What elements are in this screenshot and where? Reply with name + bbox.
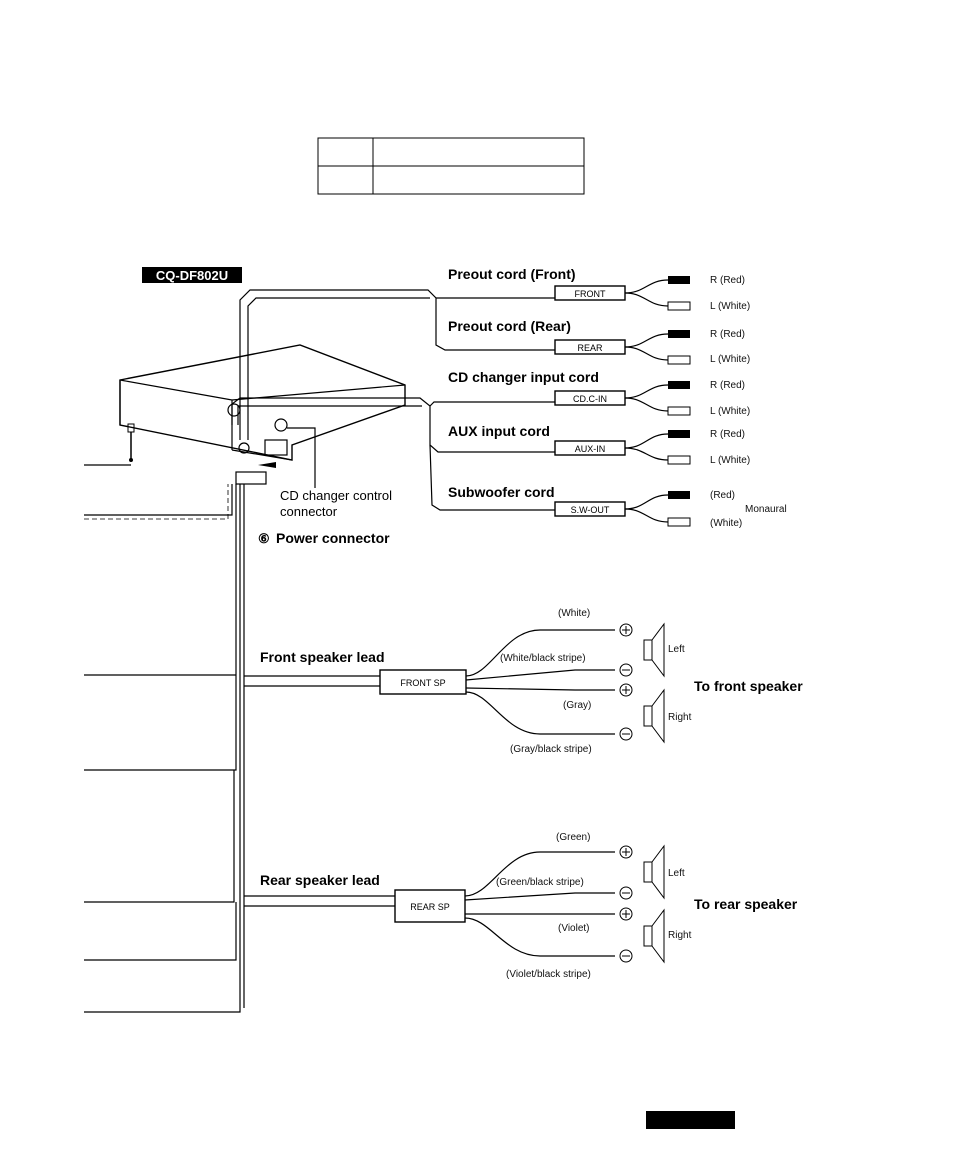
svg-text:Left: Left xyxy=(668,644,685,655)
rca-plug-icon xyxy=(668,276,690,284)
plus-terminal-icon xyxy=(619,845,633,859)
svg-text:L (White): L (White) xyxy=(710,455,750,466)
front-speaker-section: Front speaker lead FRONT SP (White) (Whi… xyxy=(260,608,803,755)
svg-text:(Violet): (Violet) xyxy=(558,923,590,934)
rca-plug-icon xyxy=(668,491,690,499)
svg-text:Power connector: Power connector xyxy=(276,530,390,546)
rear-speaker-section: Rear speaker lead REAR SP (Green) (Green… xyxy=(260,832,798,980)
cord-subwoofer: Subwoofer cord S.W-OUT (Red) (White) Mon… xyxy=(448,484,787,529)
svg-text:L (White): L (White) xyxy=(710,301,750,312)
cord-cd-changer: CD changer input cord CD.C-IN R (Red) L … xyxy=(448,369,750,417)
svg-text:FRONT SP: FRONT SP xyxy=(400,678,445,688)
svg-text:CQ-DF802U: CQ-DF802U xyxy=(156,268,228,283)
svg-text:(White): (White) xyxy=(710,518,742,529)
svg-text:Right: Right xyxy=(668,930,692,941)
svg-text:(Green): (Green) xyxy=(556,832,590,843)
rca-plug-icon xyxy=(668,381,690,389)
svg-text:REAR: REAR xyxy=(577,343,603,353)
minus-terminal-icon xyxy=(619,886,633,900)
rca-plug-icon xyxy=(668,330,690,338)
svg-text:(Red): (Red) xyxy=(710,490,735,501)
svg-text:REAR SP: REAR SP xyxy=(410,902,450,912)
svg-text:Monaural: Monaural xyxy=(745,504,787,515)
minus-terminal-icon xyxy=(619,949,633,963)
svg-text:To rear speaker: To rear speaker xyxy=(694,896,798,912)
svg-text:R (Red): R (Red) xyxy=(710,275,745,286)
minus-terminal-icon xyxy=(619,727,633,741)
plus-terminal-icon xyxy=(619,683,633,697)
svg-text:(Violet/black stripe): (Violet/black stripe) xyxy=(506,969,591,980)
power-harness xyxy=(84,484,395,1013)
rca-plug-icon xyxy=(667,517,691,527)
svg-text:L (White): L (White) xyxy=(710,406,750,417)
svg-text:CD changer input cord: CD changer input cord xyxy=(448,369,599,385)
svg-text:CD changer control: CD changer control xyxy=(280,488,392,503)
rca-plug-icon xyxy=(667,355,691,365)
svg-text:S.W-OUT: S.W-OUT xyxy=(571,505,610,515)
speaker-left-icon xyxy=(643,622,665,678)
svg-text:(Gray/black stripe): (Gray/black stripe) xyxy=(510,744,592,755)
rca-plug-icon xyxy=(667,406,691,416)
cord-rear: Preout cord (Rear) REAR R (Red) L (White… xyxy=(448,318,750,365)
svg-text:R (Red): R (Red) xyxy=(710,429,745,440)
svg-text:Right: Right xyxy=(668,712,692,723)
svg-text:Preout cord (Front): Preout cord (Front) xyxy=(448,266,576,282)
plus-terminal-icon xyxy=(619,623,633,637)
cord-aux: AUX input cord AUX-IN R (Red) L (White) xyxy=(448,423,750,466)
svg-text:Left: Left xyxy=(668,868,685,879)
page-footer-bar xyxy=(646,1111,735,1129)
main-harness xyxy=(227,289,555,511)
rca-plug-icon xyxy=(668,430,690,438)
svg-text:FRONT: FRONT xyxy=(575,289,606,299)
svg-text:Preout cord (Rear): Preout cord (Rear) xyxy=(448,318,571,334)
svg-text:(Green/black stripe): (Green/black stripe) xyxy=(496,877,584,888)
head-unit xyxy=(84,344,406,466)
speaker-left-icon xyxy=(643,844,665,900)
svg-text:connector: connector xyxy=(280,504,338,519)
plus-terminal-icon xyxy=(619,907,633,921)
svg-text:Front speaker lead: Front speaker lead xyxy=(260,649,385,665)
speaker-right-icon xyxy=(643,688,665,744)
svg-text:R (Red): R (Red) xyxy=(710,329,745,340)
header-table xyxy=(317,137,585,195)
cord-front: Preout cord (Front) FRONT R (Red) L (Whi… xyxy=(448,266,750,312)
svg-text:Subwoofer cord: Subwoofer cord xyxy=(448,484,555,500)
svg-text:AUX input cord: AUX input cord xyxy=(448,423,550,439)
svg-text:AUX-IN: AUX-IN xyxy=(575,444,606,454)
svg-text:R (Red): R (Red) xyxy=(710,380,745,391)
rca-plug-icon xyxy=(667,301,691,311)
svg-text:L (White): L (White) xyxy=(710,354,750,365)
svg-text:Rear speaker lead: Rear speaker lead xyxy=(260,872,380,888)
cords-group: Preout cord (Front) FRONT R (Red) L (Whi… xyxy=(448,266,787,529)
model-badge: CQ-DF802U xyxy=(142,267,242,283)
svg-text:(White): (White) xyxy=(558,608,590,619)
svg-text:CD.C-IN: CD.C-IN xyxy=(573,394,607,404)
svg-text:To front speaker: To front speaker xyxy=(694,678,803,694)
cd-changer-port-icon xyxy=(274,418,288,432)
minus-terminal-icon xyxy=(619,663,633,677)
power-port-icon xyxy=(264,439,288,456)
speaker-right-icon xyxy=(643,908,665,964)
svg-text:⑥: ⑥ xyxy=(258,531,270,546)
svg-text:(Gray): (Gray) xyxy=(563,700,591,711)
rca-plug-icon xyxy=(667,455,691,465)
power-connector-plug xyxy=(235,462,276,485)
svg-text:(White/black stripe): (White/black stripe) xyxy=(500,653,586,664)
